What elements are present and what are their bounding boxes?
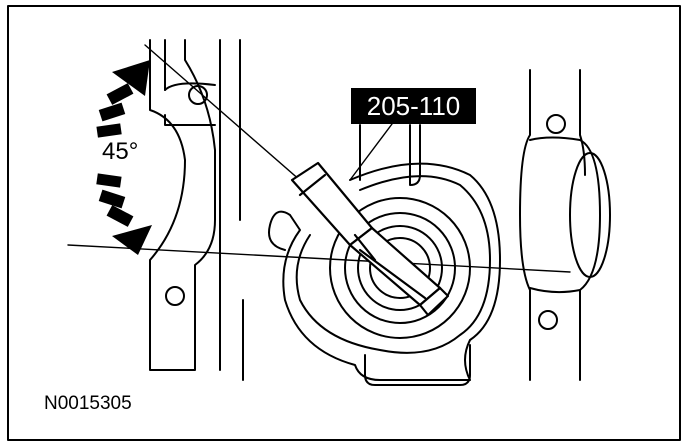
reference-line-horizontal xyxy=(67,244,571,273)
right-lower-bolt-hole xyxy=(538,310,558,330)
seal-ring-3 xyxy=(357,225,443,311)
arrow-dash-4 xyxy=(96,173,122,188)
right-upper-bolt-hole xyxy=(546,114,566,134)
tool-shaft xyxy=(348,226,442,307)
arrowhead-bottom xyxy=(112,225,152,255)
pump-housing-outer xyxy=(268,162,501,381)
rotation-angle-label: 45° xyxy=(102,138,139,165)
rotation-arrow xyxy=(96,60,152,255)
tool-shaft-line xyxy=(298,173,427,300)
right-bearing-face xyxy=(569,152,611,278)
lower-left-bolt-hole xyxy=(165,286,185,306)
special-tool xyxy=(290,161,450,317)
upper-flange xyxy=(164,82,216,126)
tool-tip xyxy=(418,286,450,317)
housing-lower-tab xyxy=(364,344,471,386)
seal-ring-4 xyxy=(369,237,431,299)
right-bearing xyxy=(529,136,601,294)
arrow-dash-2 xyxy=(98,102,126,122)
arrow-dash-6 xyxy=(106,205,134,227)
arrowhead-top xyxy=(112,60,150,96)
arrow-dash-5 xyxy=(98,189,126,209)
seal-ring-1 xyxy=(329,197,471,339)
tool-leader-line xyxy=(349,123,393,181)
arrow-dash-1 xyxy=(106,83,134,105)
left-casting-outline xyxy=(149,39,216,371)
upper-bolt-hole xyxy=(188,85,208,105)
seal-ring-2 xyxy=(344,212,456,324)
tool-number-label: 205-110 xyxy=(351,88,476,124)
right-shaft-housing xyxy=(519,69,586,381)
figure-code-label: N0015305 xyxy=(44,393,132,414)
figure-frame xyxy=(7,5,681,441)
arrow-dash-3 xyxy=(96,123,122,138)
pump-housing-inner xyxy=(295,175,491,354)
housing-upper-wall xyxy=(359,124,421,186)
